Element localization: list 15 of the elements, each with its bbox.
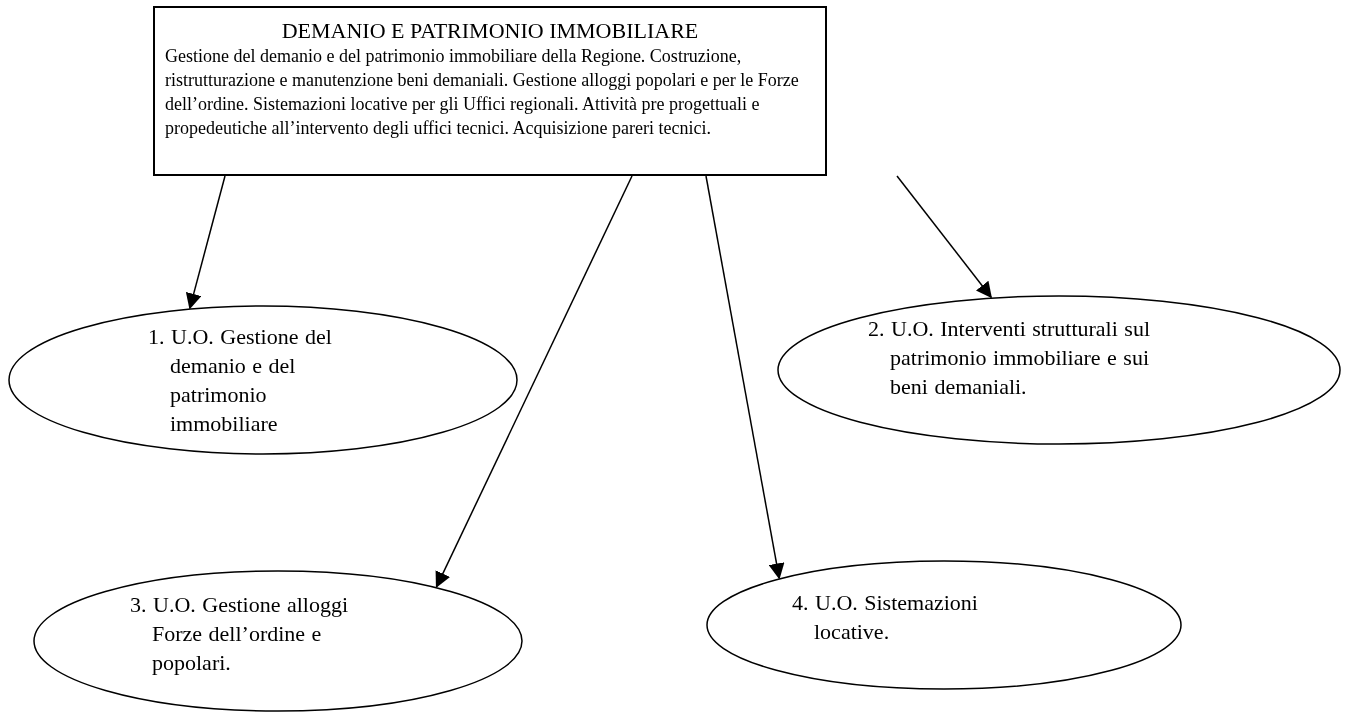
unit-ellipse xyxy=(33,570,523,712)
unit-label: 1. U.O. Gestione del demanio e del patrimonio immobiliare xyxy=(148,323,333,438)
box-description: Gestione del demanio e del patrimonio immobiliare della Regione. Costruzione, ristrutturazione e manutenzione beni demaniali. Gestione alloggi popolari e per le Forze dell’ordine. Sistemazioni locative per gli Uffici regionali. Attività pre progettuali e propedeutiche all’intervento degli uffici tecnici. Acquisizione pareri tecnici. xyxy=(164,45,800,140)
department-box xyxy=(153,6,827,176)
unit-ellipse xyxy=(706,560,1182,690)
arrow xyxy=(705,175,785,580)
arrow xyxy=(435,175,633,589)
unit-ellipse xyxy=(8,305,518,455)
unit-ellipse xyxy=(777,295,1341,445)
unit-label: 2. U.O. Interventi strutturali sul patrimonio immobiliare e sui beni demaniali. xyxy=(868,315,1151,401)
unit-label: 3. U.O. Gestione alloggi Forze dell’ordine e popolari. xyxy=(130,591,350,677)
unit-label: 4. U.O. Sistemazioni locative. xyxy=(792,589,979,646)
arrow xyxy=(185,175,226,310)
arrow xyxy=(896,175,992,299)
box-title: DEMANIO E PATRIMONIO IMMOBILIARE xyxy=(280,18,700,44)
